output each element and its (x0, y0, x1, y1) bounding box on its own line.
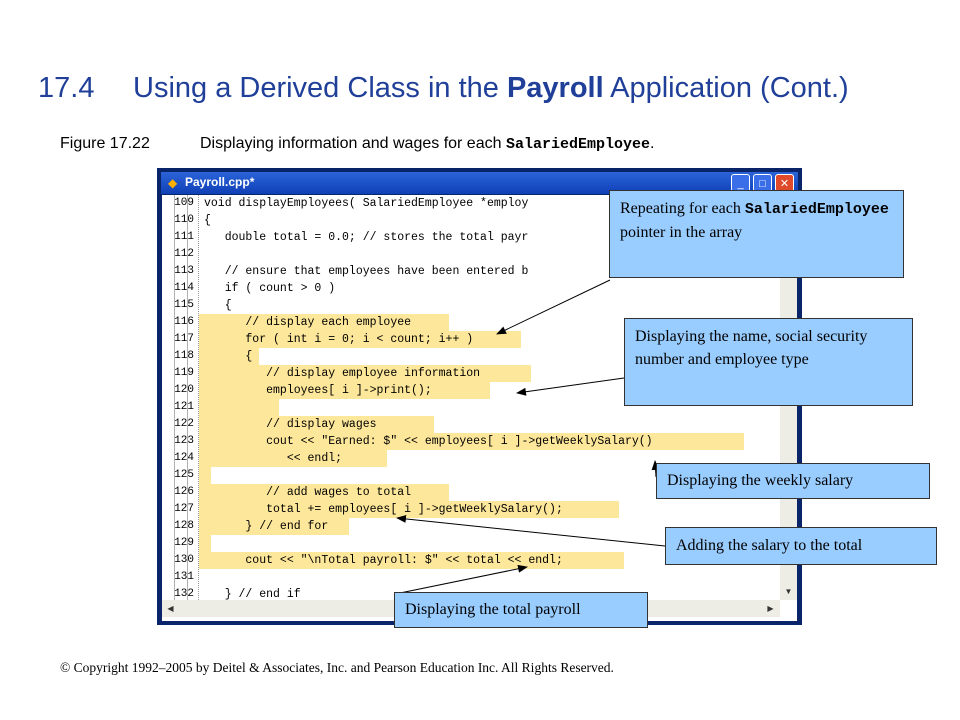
window-titlebar[interactable]: ◆ Payroll.cpp* _ □ ✕ (161, 172, 798, 194)
line-number: 116 (174, 316, 194, 328)
window-title: Payroll.cpp* (185, 175, 255, 189)
code-line[interactable]: // display employee information (204, 367, 481, 380)
callout-weekly-salary: Displaying the weekly salary (656, 463, 930, 499)
copyright-footer: © Copyright 1992–2005 by Deitel & Associ… (60, 660, 614, 675)
line-number: 126 (174, 486, 194, 498)
scroll-right-arrow-icon[interactable]: ▶ (767, 604, 774, 613)
line-number: 127 (174, 503, 194, 515)
code-line[interactable]: employees[ i ]->print(); (204, 384, 432, 397)
line-number: 125 (174, 469, 194, 481)
highlight-block (199, 365, 531, 382)
code-line[interactable]: for ( int i = 0; i < count; i++ ) (204, 333, 474, 346)
callout-display-info: Displaying the name, social security num… (624, 318, 913, 406)
highlight-block (199, 331, 521, 348)
title-text-post: Application (Cont.) (603, 72, 849, 104)
code-line[interactable]: cout << "\nTotal payroll: $" << total <<… (204, 554, 563, 567)
line-number: 120 (174, 384, 194, 396)
highlight-block (199, 348, 259, 365)
line-number: 112 (174, 248, 194, 260)
line-number: 130 (174, 554, 194, 566)
code-line[interactable]: { (204, 350, 253, 363)
code-line[interactable]: // add wages to total (204, 486, 412, 499)
file-icon: ◆ (168, 176, 178, 190)
figure-number: Figure 17.22 (60, 135, 150, 152)
line-number: 131 (174, 571, 194, 583)
arrow-total-payroll (399, 564, 528, 594)
highlight-block (199, 518, 349, 535)
scroll-down-arrow-icon[interactable]: ▼ (784, 587, 793, 596)
code-line[interactable]: } // end if (204, 588, 301, 600)
highlight-block (199, 416, 434, 433)
line-number: 115 (174, 299, 194, 311)
highlight-block (199, 467, 211, 484)
line-number: 110 (174, 214, 194, 226)
highlight-block (199, 450, 387, 467)
arrow-weekly-salary (651, 460, 660, 478)
line-number: 117 (174, 333, 194, 345)
line-number: 114 (174, 282, 194, 294)
line-number: 128 (174, 520, 194, 532)
arrow-repeat (496, 279, 611, 335)
code-area[interactable]: void displayEmployees( SalariedEmployee … (199, 195, 779, 600)
line-number: 109 (174, 197, 194, 209)
code-line[interactable]: // ensure that employees have been enter… (204, 265, 529, 278)
section-number: 17.4 (38, 72, 95, 104)
line-number: 132 (174, 588, 194, 600)
caption-code: SalariedEmployee (505, 136, 650, 153)
callout-repeat-pre: Repeating for each (620, 200, 745, 217)
code-line[interactable]: { (204, 299, 232, 312)
code-line[interactable]: total += employees[ i ]->getWeeklySalary… (204, 503, 563, 516)
highlight-block (199, 382, 490, 399)
line-number: 129 (174, 537, 194, 549)
highlight-block (199, 484, 449, 501)
code-line[interactable]: } // end for (204, 520, 329, 533)
slide-title: 17.4 Using a Derived Class in the Payroll… (38, 72, 849, 105)
callout-repeat-post: pointer in the array (620, 224, 743, 241)
line-number: 118 (174, 350, 194, 362)
line-number: 123 (174, 435, 194, 447)
highlight-block (199, 314, 449, 331)
highlight-block (199, 433, 744, 450)
highlight-block (199, 399, 279, 416)
caption-text: Displaying information and wages for eac… (200, 135, 506, 152)
title-text-bold: Payroll (506, 72, 604, 104)
callout-total-payroll: Displaying the total payroll (394, 592, 648, 628)
code-line[interactable]: void displayEmployees( SalariedEmployee … (204, 197, 529, 210)
code-line[interactable]: { (204, 214, 211, 227)
line-number: 111 (174, 231, 194, 243)
caption-end: . (649, 135, 655, 152)
line-number: 122 (174, 418, 194, 430)
callout-add-salary: Adding the salary to the total (665, 527, 937, 565)
editor-gutter (174, 195, 188, 600)
code-line[interactable]: cout << "Earned: $" << employees[ i ]->g… (204, 435, 653, 448)
code-line[interactable]: << endl; (204, 452, 343, 465)
callout-repeat-code: SalariedEmployee (744, 201, 889, 218)
line-number-margin: 109 110 111 112 113 114 115 116 117 118 119 120 121 1… (162, 195, 199, 600)
scroll-left-arrow-icon[interactable]: ◀ (167, 604, 174, 613)
line-number: 119 (174, 367, 194, 379)
callout-repeat: Repeating for each SalariedEmployee poin… (609, 190, 904, 278)
code-line[interactable]: double total = 0.0; // stores the total … (204, 231, 529, 244)
code-line[interactable]: // display wages (204, 418, 377, 431)
highlight-block (199, 552, 624, 569)
code-line[interactable]: if ( count > 0 ) (204, 282, 336, 295)
highlight-block (199, 501, 619, 518)
line-number: 124 (174, 452, 194, 464)
arrow-add-salary (396, 514, 666, 547)
figure-caption: Figure 17.22 Displaying information and w… (60, 135, 654, 153)
title-text-pre: Using a Derived Class in the (133, 72, 507, 104)
line-number: 121 (174, 401, 194, 413)
arrow-display-info (516, 377, 625, 396)
line-number: 113 (174, 265, 194, 277)
code-line[interactable]: // display each employee (204, 316, 412, 329)
maximize-button[interactable]: □ (753, 174, 772, 192)
highlight-block (199, 535, 211, 552)
